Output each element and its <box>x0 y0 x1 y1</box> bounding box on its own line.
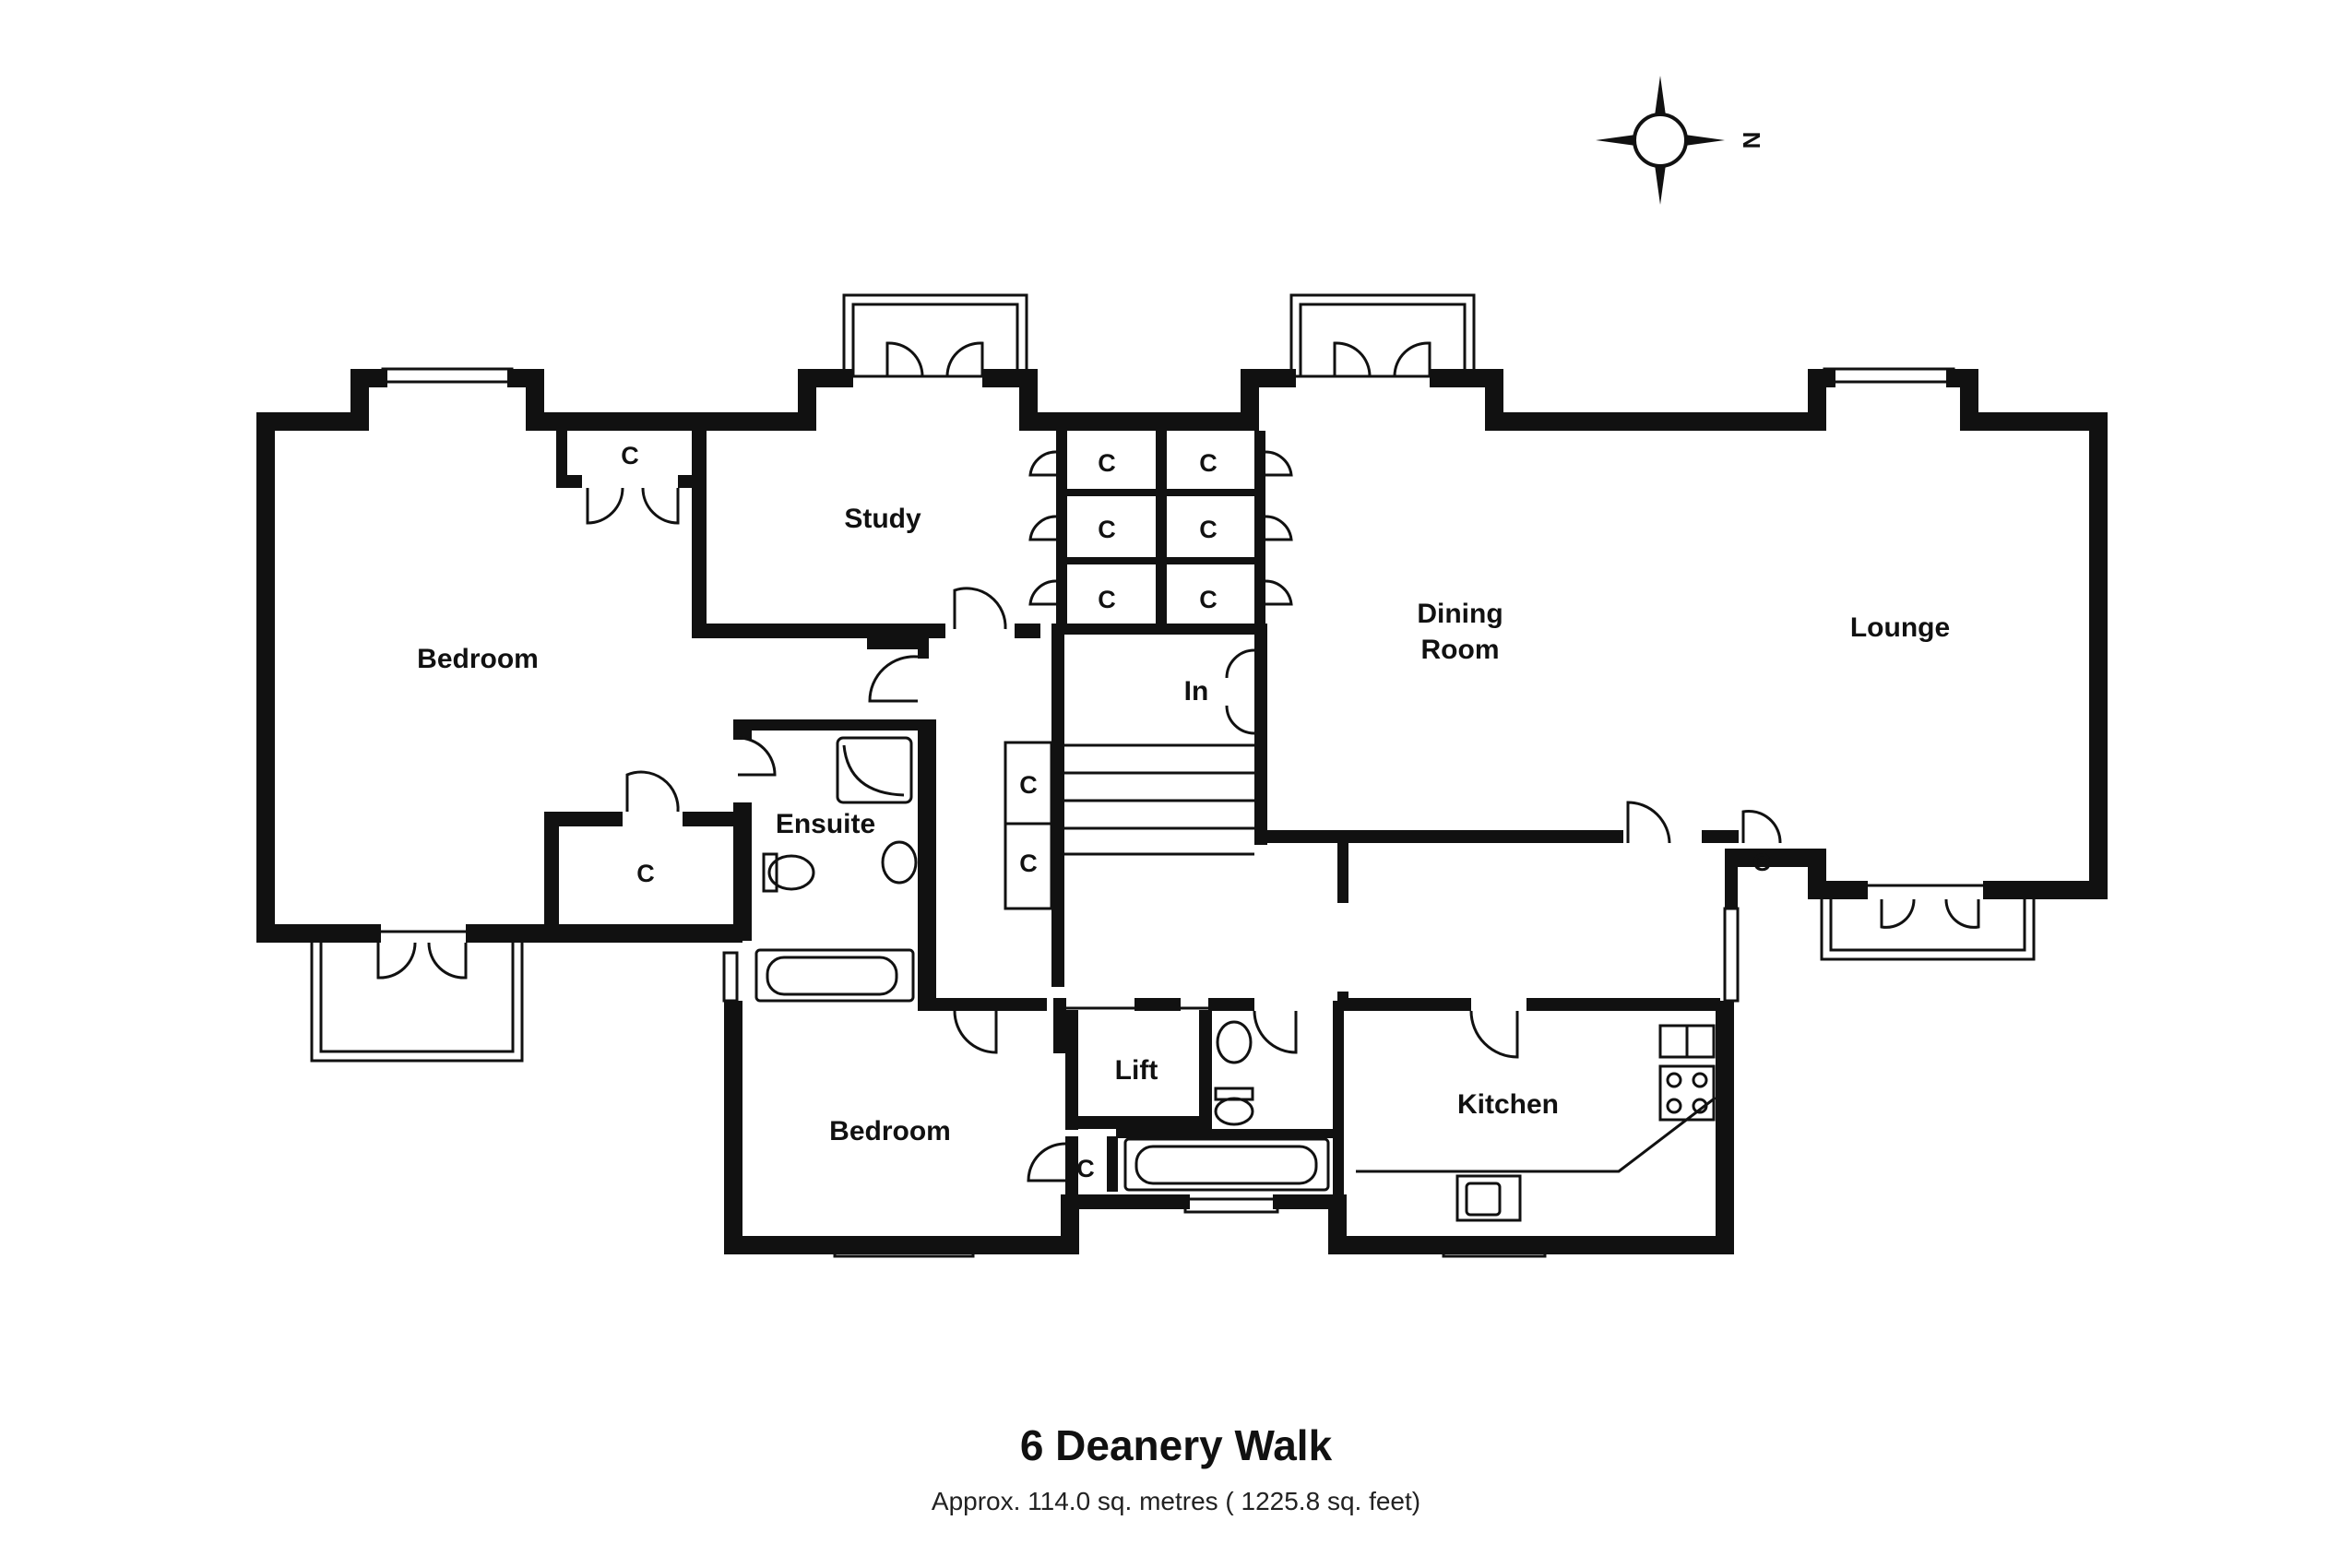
cupboard-label: C <box>1199 586 1218 613</box>
room-label-kitchen: Kitchen <box>1457 1089 1559 1120</box>
cupboard-label: C <box>1752 849 1771 876</box>
cupboard-labels: C C C C C C C C C C C C <box>621 442 1771 1182</box>
stairs <box>1004 741 1254 910</box>
compass-north-label: N <box>1738 132 1765 149</box>
room-label-intake: In <box>1184 676 1209 707</box>
room-label-bedroom-2: Bedroom <box>829 1116 951 1146</box>
cupboard-label: C <box>1076 1155 1095 1182</box>
fixtures <box>754 736 1716 1222</box>
cupboard-label: C <box>1098 586 1116 613</box>
cupboard-label: C <box>1019 849 1038 877</box>
compass-icon: N <box>1596 76 1765 205</box>
cupboard-label: C <box>1019 771 1038 799</box>
plan-area: Approx. 114.0 sq. metres ( 1225.8 sq. fe… <box>932 1487 1420 1515</box>
room-label-bedroom-main: Bedroom <box>417 644 539 674</box>
cupboard-label: C <box>1199 516 1218 543</box>
room-label-study: Study <box>844 504 921 534</box>
room-label-dining-line2: Room <box>1421 635 1500 665</box>
walls <box>256 369 2108 1254</box>
cupboard-label: C <box>1098 516 1116 543</box>
room-label-lounge: Lounge <box>1850 612 1950 643</box>
plan-title: 6 Deanery Walk <box>1020 1421 1333 1469</box>
doors <box>376 341 1980 1182</box>
cupboard-label: C <box>621 442 639 469</box>
room-label-dining-line1: Dining <box>1417 599 1503 629</box>
room-label-lift: Lift <box>1115 1055 1158 1086</box>
cupboard-label: C <box>636 860 655 887</box>
cupboard-label: C <box>1199 449 1218 477</box>
balconies <box>310 293 2036 1063</box>
cupboard-label: C <box>1098 449 1116 477</box>
room-label-ensuite: Ensuite <box>776 809 875 839</box>
